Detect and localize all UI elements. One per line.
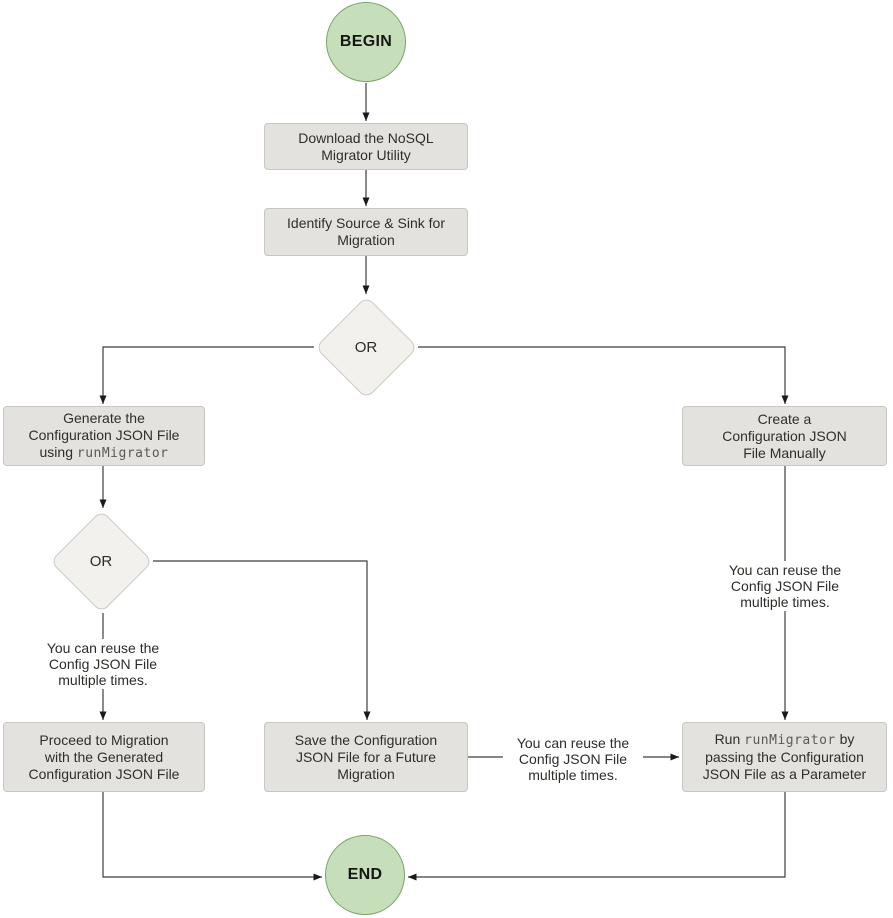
step-text-line: Proceed to Migration bbox=[39, 731, 169, 748]
step-proceed-to-migration: Proceed to Migration with the Generated … bbox=[3, 722, 205, 792]
note-text-line: You can reuse the bbox=[516, 735, 630, 751]
step-text-line: Migrator Utility bbox=[321, 146, 411, 163]
step-generate-config-json: Generate the Configuration JSON File usi… bbox=[3, 406, 205, 466]
note-reuse-config-right: You can reuse the Config JSON File multi… bbox=[715, 561, 855, 611]
connector-or1-to-generate bbox=[99, 346, 314, 404]
decision-or-left: OR bbox=[49, 509, 153, 613]
step-text-segment: Run bbox=[714, 731, 745, 747]
note-text-line: Config JSON File bbox=[48, 656, 158, 672]
connector-or2-to-save bbox=[153, 560, 371, 720]
step-text-line: Create a bbox=[757, 410, 812, 427]
step-create-config-json-manually: Create a Configuration JSON File Manuall… bbox=[682, 406, 887, 466]
runmigrator-code-text: runMigrator bbox=[76, 446, 169, 461]
step-save-config-json: Save the Configuration JSON File for a F… bbox=[264, 722, 468, 792]
step-text-line: Generate the bbox=[63, 410, 145, 426]
step-text-line: Migration bbox=[337, 765, 395, 782]
step-text-line: JSON File for a Future bbox=[295, 748, 437, 765]
step-text-line: Configuration JSON bbox=[722, 427, 847, 444]
note-text-line: multiple times. bbox=[58, 672, 148, 688]
runmigrator-code-text: runMigrator bbox=[744, 733, 836, 748]
note-text-line: multiple times. bbox=[528, 767, 618, 783]
note-text-line: Config JSON File bbox=[730, 578, 840, 594]
decision-or-top: OR bbox=[314, 295, 418, 399]
step-text-line: JSON File as a Parameter bbox=[702, 766, 867, 782]
end-terminal: END bbox=[325, 835, 405, 915]
connector-or1-to-create bbox=[418, 346, 789, 404]
note-reuse-config-left: You can reuse the Config JSON File multi… bbox=[33, 639, 173, 689]
begin-terminal: BEGIN bbox=[326, 2, 406, 82]
step-text-line: Identify Source & Sink for bbox=[287, 215, 445, 231]
note-reuse-config-middle: You can reuse the Config JSON File multi… bbox=[503, 734, 643, 784]
note-text-line: You can reuse the bbox=[46, 640, 160, 656]
step-text-line: Run runMigrator by bbox=[715, 731, 855, 749]
step-text-line: Configuration JSON File bbox=[28, 765, 180, 782]
step-text-line: Configuration JSON File bbox=[28, 427, 180, 443]
step-text-line: using runMigrator bbox=[40, 444, 169, 462]
step-text-segment: by bbox=[835, 731, 855, 747]
step-text-line: passing the Configuration bbox=[705, 749, 864, 765]
decision-or-label: OR bbox=[89, 552, 113, 570]
step-run-runmigrator: Run runMigrator by passing the Configura… bbox=[682, 722, 887, 792]
step-text-line: File Manually bbox=[743, 444, 826, 461]
connector-proceed-to-end bbox=[102, 792, 322, 881]
note-text-line: multiple times. bbox=[740, 594, 830, 610]
end-label: END bbox=[347, 866, 383, 883]
note-text-line: You can reuse the bbox=[728, 562, 842, 578]
note-text-line: Config JSON File bbox=[518, 751, 628, 767]
begin-label: BEGIN bbox=[339, 33, 393, 50]
decision-or-label: OR bbox=[354, 338, 378, 356]
step-download-migrator-utility: Download the NoSQL Migrator Utility bbox=[264, 123, 468, 170]
step-identify-source-sink: Identify Source & Sink for Migration bbox=[264, 208, 468, 256]
connector-run-to-end bbox=[408, 792, 786, 881]
step-text-line: Download the NoSQL bbox=[298, 129, 434, 146]
step-text-segment: using bbox=[39, 444, 77, 460]
step-text-line: Migration bbox=[337, 232, 395, 248]
step-text-line: Save the Configuration bbox=[294, 731, 438, 748]
step-text-line: with the Generated bbox=[44, 748, 164, 765]
